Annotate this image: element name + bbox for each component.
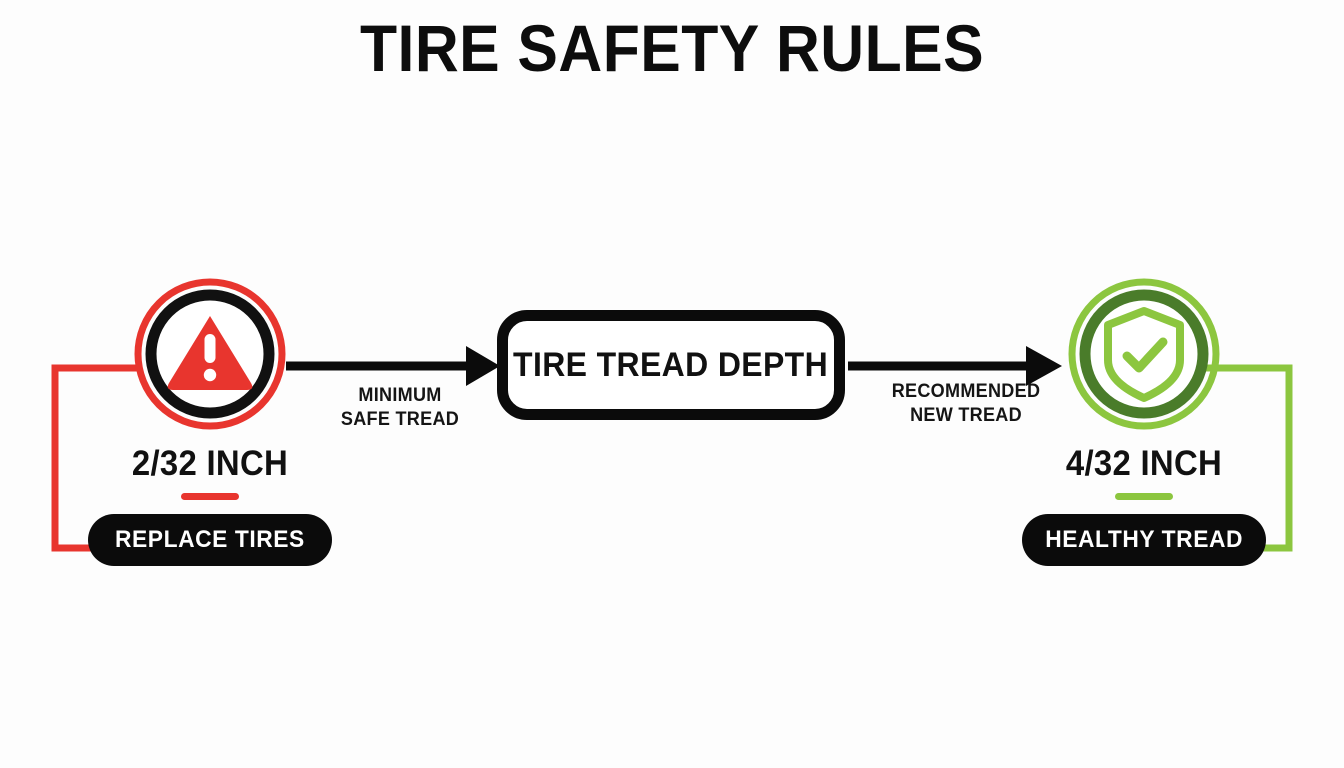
connector-label-line2: SAFE TREAD [340,409,460,430]
status-badge-label: REPLACE TIRES [115,526,305,553]
shield-badge[interactable] [1068,278,1220,430]
outer-ring [134,278,286,430]
arrow-center-to-right [848,346,1062,386]
status-badge-label: HEALTHY TREAD [1045,526,1243,553]
page-title: TIRE SAFETY RULES [359,11,985,85]
node-group-replace-tires: 2/32 INCH REPLACE TIRES [84,278,336,566]
node-group-healthy-tread: 4/32 INCH HEALTHY TREAD [1018,278,1270,566]
connector-label-line1: RECOMMENDED [891,381,1041,402]
connector-label-minimum-safe-tread: MINIMUM SAFE TREAD [300,384,500,432]
measurement-label-left: 2/32 INCH [131,444,289,483]
connector-label-line2: NEW TREAD [910,405,1022,426]
shield-check-icon [1104,307,1184,402]
connector-label-line1: MINIMUM [358,385,442,406]
center-node-tire-tread-depth[interactable]: TIRE TREAD DEPTH [497,310,845,420]
connector-label-recommended-new-tread: RECOMMENDED NEW TREAD [866,380,1066,428]
status-badge-replace-tires[interactable]: REPLACE TIRES [88,514,332,566]
arrow-left-to-center [286,346,500,386]
outer-ring [1068,278,1220,430]
status-badge-healthy-tread[interactable]: HEALTHY TREAD [1022,514,1266,566]
measurement-label-right: 4/32 INCH [1065,444,1223,483]
warning-badge[interactable] [134,278,286,430]
accent-dash-right [1115,493,1173,500]
center-node-label: TIRE TREAD DEPTH [513,345,829,384]
warning-triangle-icon [167,316,253,390]
accent-dash-left [181,493,239,500]
